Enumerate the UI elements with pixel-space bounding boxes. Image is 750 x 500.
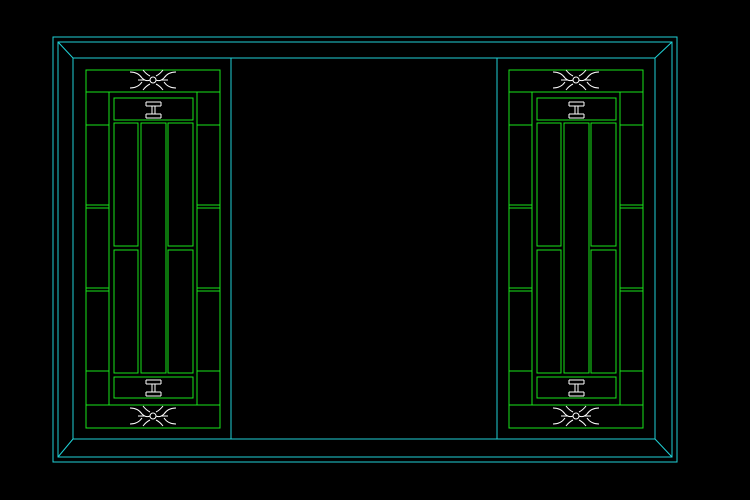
i-beam-bottom-icon	[145, 379, 162, 397]
panel-inner	[531, 91, 621, 406]
center-mullion	[140, 122, 167, 374]
side-block-left-1	[85, 124, 110, 206]
frame-bevel-tr	[654, 41, 673, 59]
i-beam-bottom-icon	[568, 379, 585, 397]
window-frame	[52, 36, 678, 463]
panel-outer	[508, 69, 644, 429]
inner-bar-right-lower	[167, 249, 194, 374]
side-block-right-2	[619, 207, 644, 289]
panel-inner	[108, 91, 198, 406]
side-block-left-2	[85, 207, 110, 289]
side-block-right-3	[196, 290, 221, 372]
bottom-rail	[536, 376, 617, 399]
ornament-top-icon	[552, 69, 600, 91]
inner-bar-right-upper	[590, 122, 617, 247]
side-block-right-2	[196, 207, 221, 289]
side-block-left-3	[85, 290, 110, 372]
bottom-rail	[113, 376, 194, 399]
panel-outer	[85, 69, 221, 429]
left-lattice-panel	[85, 69, 221, 429]
inner-bar-left-lower	[113, 249, 139, 374]
frame-bevel-tl	[57, 41, 74, 59]
inner-bar-right-lower	[590, 249, 617, 374]
frame-bevel-br	[654, 438, 673, 458]
inner-bar-left-upper	[536, 122, 562, 247]
inner-bar-right-upper	[167, 122, 194, 247]
center-mullion	[563, 122, 590, 374]
frame-inner-border	[57, 41, 673, 458]
i-beam-top-icon	[568, 101, 585, 119]
inner-bar-left-upper	[113, 122, 139, 247]
inner-bar-left-lower	[536, 249, 562, 374]
ornament-bottom-icon	[552, 405, 600, 427]
frame-outer-border	[52, 36, 678, 463]
side-block-left-1	[508, 124, 533, 206]
ornament-bottom-icon	[129, 405, 177, 427]
frame-opening	[72, 57, 656, 440]
side-block-left-2	[508, 207, 533, 289]
ornament-top-icon	[129, 69, 177, 91]
side-block-right-1	[196, 124, 221, 206]
frame-bevel-bl	[57, 438, 74, 458]
i-beam-top-icon	[145, 101, 162, 119]
side-block-right-1	[619, 124, 644, 206]
top-rail	[113, 97, 194, 121]
side-block-right-3	[619, 290, 644, 372]
right-lattice-panel	[508, 69, 644, 429]
top-rail	[536, 97, 617, 121]
side-block-left-3	[508, 290, 533, 372]
